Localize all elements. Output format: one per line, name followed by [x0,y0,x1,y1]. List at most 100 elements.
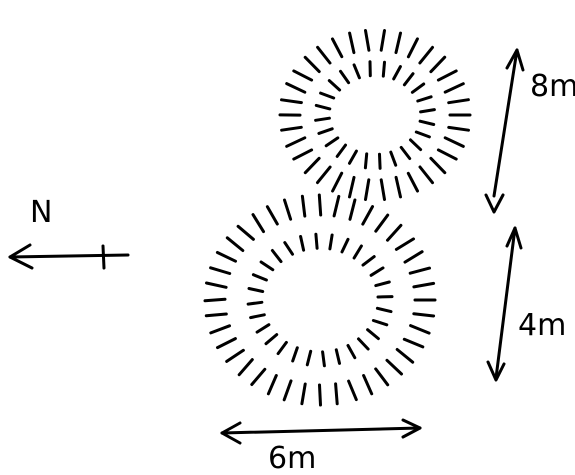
upper-hachure-mark [399,145,412,160]
lower-hachure-mark [366,328,380,341]
upper-hachure-mark [409,138,423,152]
compass-marker: N [8,195,130,270]
compass-line [8,253,130,259]
lower-hachure-mark [402,337,425,349]
lower-hachure-mark [264,333,279,346]
lower-mound-contour [203,193,437,407]
compass-arrow-head-icon [8,243,34,270]
upper-height-dimension: 8m [484,48,575,214]
lower-hachure-mark [371,319,389,327]
lower-height-line [494,226,517,380]
upper-hachure-mark [378,152,382,170]
lower-hachure-mark [251,273,268,282]
upper-hachure-mark [418,165,434,185]
lower-hachure-mark [408,266,431,275]
lower-hachure-mark [249,313,266,320]
lower-hachure-mark [361,205,374,226]
lower-hachure-mark [305,349,313,367]
upper-hachure-mark [364,29,371,52]
upper-hachure-mark [418,45,434,65]
lower-hachure-mark [300,382,307,406]
upper-hachure-mark [314,116,331,122]
upper-hachure-mark [402,72,415,87]
lower-hachure-mark [216,337,237,350]
lower-hachure-mark [209,324,231,335]
lower-hachure-mark [237,358,254,377]
upper-hachure-mark [327,79,342,92]
upper-hachure-mark [280,125,303,132]
lower-hachure-mark [251,213,265,234]
lower-hachure-mark [332,194,341,218]
upper-height-label: 8m [530,69,575,104]
lower-hachure-mark [291,346,299,363]
lower-hachure-mark [246,300,264,306]
upper-hachure-mark [447,125,470,132]
upper-hachure-mark [285,136,307,148]
upper-hachure-mark [319,91,336,100]
upper-hachure-mark [292,69,314,82]
upper-hachure-mark [339,69,351,85]
lower-hachure-mark [225,236,245,252]
upper-hachure-mark [292,148,314,161]
width-label: 6m [268,441,316,475]
upper-hachure-mark [379,29,386,52]
upper-hachure-mark [381,60,386,78]
lower-hachure-mark [357,337,370,351]
lower-height-arrow-bottom-icon [486,360,506,382]
upper-hachure-mark [443,82,465,94]
upper-height-arrow-bottom-icon [484,193,505,214]
compass-tick-mark [101,244,106,270]
lower-hachure-mark [283,198,293,221]
lower-height-label: 4m [518,308,566,343]
lower-hachure-mark [299,235,306,252]
upper-hachure-mark [316,165,332,185]
lower-hachure-mark [346,344,357,360]
upper-hachure-mark [443,136,465,148]
lower-hachure-mark [374,367,390,387]
lower-hachure-mark [250,367,267,386]
lower-hachure-mark [394,237,415,251]
lower-hachure-mark [374,213,390,233]
lower-hachure-mark [236,224,255,241]
lower-hachure-mark [385,358,403,376]
lower-hachure-mark [300,194,307,218]
lower-hachure-mark [361,255,376,267]
lower-hachure-mark [362,374,374,396]
upper-hachure-mark [414,130,431,139]
upper-hachure-mark [280,98,303,105]
lower-hachure-mark [209,266,232,275]
lower-hachure-mark [265,205,279,226]
upper-hachure-mark [416,95,433,103]
upper-hachure-mark [316,45,332,65]
upper-hachure-mark [348,31,356,55]
upper-hachure-mark [394,31,402,55]
upper-hachure-mark [419,108,436,114]
lower-hachure-mark [225,348,245,363]
lower-hachure-mark [412,312,436,318]
lower-hachure-mark [386,223,403,242]
lower-hachure-mark [334,382,339,406]
lower-hachure-mark [247,287,265,293]
lower-hachure-mark [314,232,319,250]
upper-hachure-mark [324,136,340,148]
lower-hachure-mark [203,297,227,303]
upper-hachure-mark [335,143,347,158]
upper-hachure-mark [418,119,436,126]
upper-hachure-mark [410,82,426,94]
lower-hachure-mark [205,281,228,289]
upper-hachure-mark [314,103,332,111]
upper-hachure-mark [429,55,447,74]
lower-hachure-mark [334,348,341,365]
upper-hachure-mark [436,69,458,82]
upper-hachure-mark [436,148,458,161]
lower-hachure-mark [352,244,363,260]
upper-hachure-mark [303,55,321,74]
lower-hachure-mark [369,266,385,277]
upper-hachure-mark [285,82,307,94]
upper-hachure-mark [331,37,344,59]
lower-hachure-mark [259,260,275,272]
width-dimension: 6m [220,418,422,475]
upper-hachure-mark [364,178,371,201]
lower-height-dimension: 4m [486,226,566,382]
